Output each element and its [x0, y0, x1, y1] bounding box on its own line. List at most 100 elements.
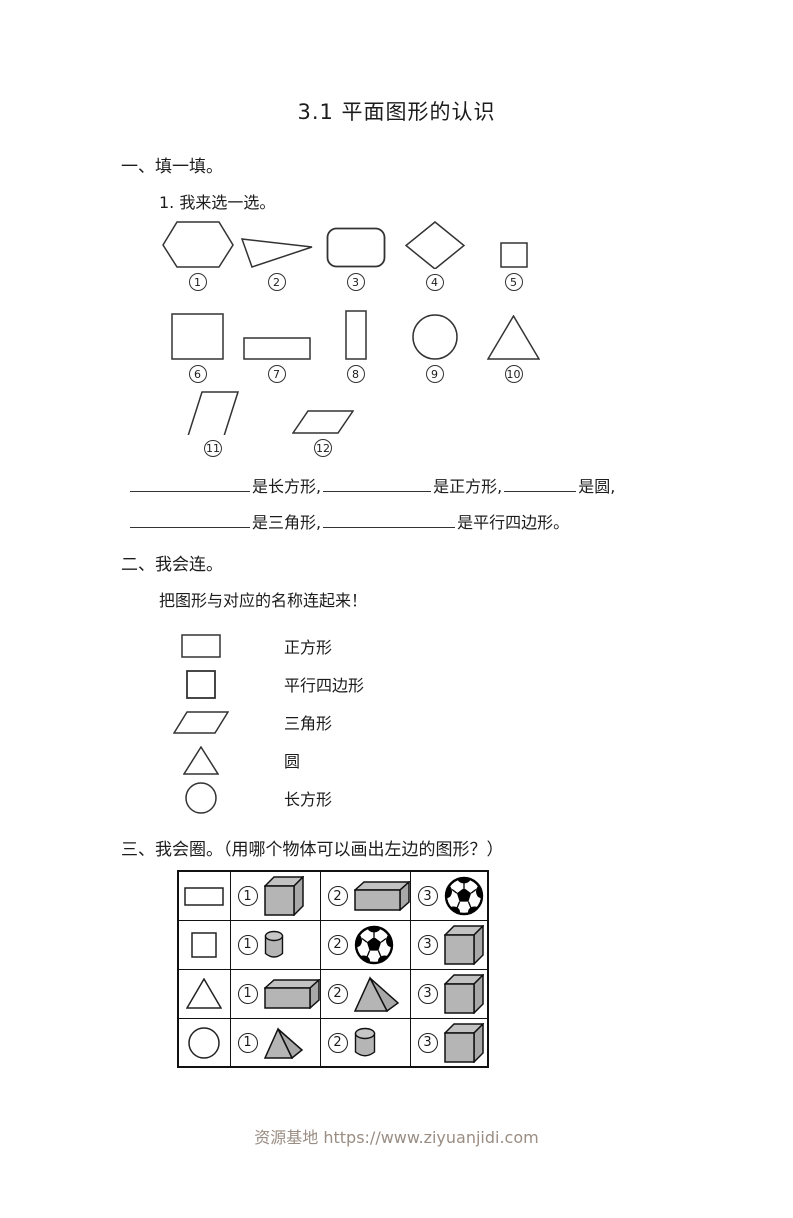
circle-icon [411, 314, 458, 360]
triangular-prism-icon [263, 1026, 303, 1059]
match-row: 正方形 [170, 627, 793, 665]
triangle-icon [183, 745, 219, 775]
rectangle-icon [181, 634, 221, 659]
shape-cell-rounded-rectangle: 3 [316, 221, 395, 291]
blank-text: 是平行四边形。 [457, 513, 570, 533]
circled-number: 11 [204, 439, 222, 457]
match-shape-circle [170, 782, 232, 815]
parallelogram-icon [187, 391, 239, 435]
shape-cell-small-square: 5 [474, 221, 553, 291]
section2-instruction: 把图形与对应的名称连起来！ [159, 591, 368, 611]
option-cell: 2 [319, 1017, 411, 1068]
option-cell: 3 [409, 870, 489, 921]
cell-shape-square [177, 919, 231, 970]
circled-number: 2 [327, 1032, 348, 1053]
option-cell: 1 [229, 968, 321, 1019]
circled-number: 4 [425, 273, 444, 291]
circled-number: 1 [237, 983, 258, 1004]
fill-blank-line-1: 是长方形,是正方形,是圆, [128, 477, 793, 496]
cell-shape-rectangle [177, 870, 231, 921]
shape-cell-tall-rectangle: 8 [316, 301, 395, 383]
circle-icon [188, 1026, 220, 1059]
triangle-icon [186, 978, 223, 1010]
answer-blank [323, 513, 456, 529]
option-cell: 3 [409, 968, 489, 1019]
page-title: 3.1 平面图形的认识 [297, 100, 496, 124]
circled-number: 1 [237, 1032, 258, 1053]
match-name: 圆 [284, 752, 301, 772]
option-cell: 2 [319, 968, 411, 1019]
cuboid-icon [263, 978, 320, 1009]
match-name: 平行四边形 [284, 676, 365, 696]
circled-number: 10 [504, 365, 523, 383]
triangle-icon [487, 315, 540, 360]
object-pick-table: 1 2 3 [177, 870, 489, 1069]
circled-number: 3 [417, 934, 438, 955]
shape-row-3: 11 12 [158, 391, 793, 457]
worksheet-page: 3.1 平面图形的认识 一、填一填。 1. 我来选一选。 1 2 3 [0, 96, 793, 1148]
match-row: 平行四边形 [170, 665, 793, 703]
shape-cell-circle: 9 [395, 301, 474, 383]
shape-cell-square: 6 [158, 301, 237, 383]
answer-blank [130, 513, 250, 529]
circled-number: 1 [188, 273, 207, 291]
section1-subheading: 1. 我来选一选。 [159, 193, 276, 212]
shape-row-2: 6 7 8 9 [158, 301, 793, 383]
cube-icon [443, 924, 484, 965]
flat-parallelogram-icon [292, 410, 354, 434]
section1-heading: 一、填一填。 [121, 157, 223, 177]
match-name: 正方形 [284, 638, 333, 658]
hexagon-icon [161, 221, 234, 268]
square-icon [171, 313, 224, 360]
circle-icon [185, 782, 217, 815]
blank-text: 是正方形, [433, 477, 503, 496]
circled-number: 12 [314, 439, 332, 457]
circled-number: 5 [504, 273, 523, 291]
circled-number: 3 [417, 886, 438, 907]
shape-cell-diamond: 4 [395, 221, 474, 291]
answer-blank [504, 477, 577, 492]
shape-cell-flat-parallelogram: 12 [268, 391, 378, 457]
circled-number: 2 [267, 273, 286, 291]
option-cell: 1 [229, 919, 321, 970]
shape-row-1: 1 2 3 4 [158, 221, 793, 291]
rectangle-icon [242, 337, 311, 360]
shape-grid: 1 2 3 4 [0, 221, 793, 457]
match-area: 正方形 平行四边形 三角形 圆 [0, 627, 793, 817]
fill-blank-line-2: 是三角形,是平行四边形。 [128, 513, 793, 532]
soccer-ball-icon [444, 876, 483, 916]
option-cell: 1 [229, 870, 321, 921]
answer-blank [130, 477, 250, 492]
match-shape-square [170, 669, 232, 699]
circled-number: 2 [327, 934, 348, 955]
table-row: 1 2 [177, 919, 489, 970]
footer-watermark: 资源基地 https://www.ziyuanjidi.com [254, 1128, 539, 1148]
match-shape-rectangle [170, 634, 232, 659]
table-row: 1 2 3 [177, 1017, 489, 1068]
option-cell: 2 [319, 870, 411, 921]
shape-cell-triangle: 10 [474, 301, 553, 383]
circled-number: 2 [327, 983, 348, 1004]
rounded-rectangle-icon [326, 227, 385, 268]
circled-number: 3 [346, 273, 365, 291]
circled-number: 8 [346, 365, 365, 383]
tall-rectangle-icon [344, 310, 367, 360]
cuboid-icon [353, 881, 410, 912]
circled-number: 1 [237, 886, 258, 907]
match-row: 圆 [170, 741, 793, 779]
cube-icon [443, 1022, 484, 1063]
option-cell: 3 [409, 1017, 489, 1068]
shape-cell-parallelogram: 11 [158, 391, 268, 457]
match-row: 长方形 [170, 779, 793, 817]
circled-number: 9 [425, 365, 444, 383]
match-name: 长方形 [284, 790, 333, 810]
match-shape-triangle [170, 745, 232, 775]
circled-number: 6 [188, 365, 207, 383]
parallelogram-icon [173, 711, 229, 734]
soccer-ball-icon [354, 925, 393, 965]
answer-blank [323, 477, 432, 492]
cell-shape-triangle [177, 968, 231, 1019]
cube-icon [263, 876, 304, 917]
cube-icon [443, 973, 484, 1014]
circled-number: 1 [237, 934, 258, 955]
